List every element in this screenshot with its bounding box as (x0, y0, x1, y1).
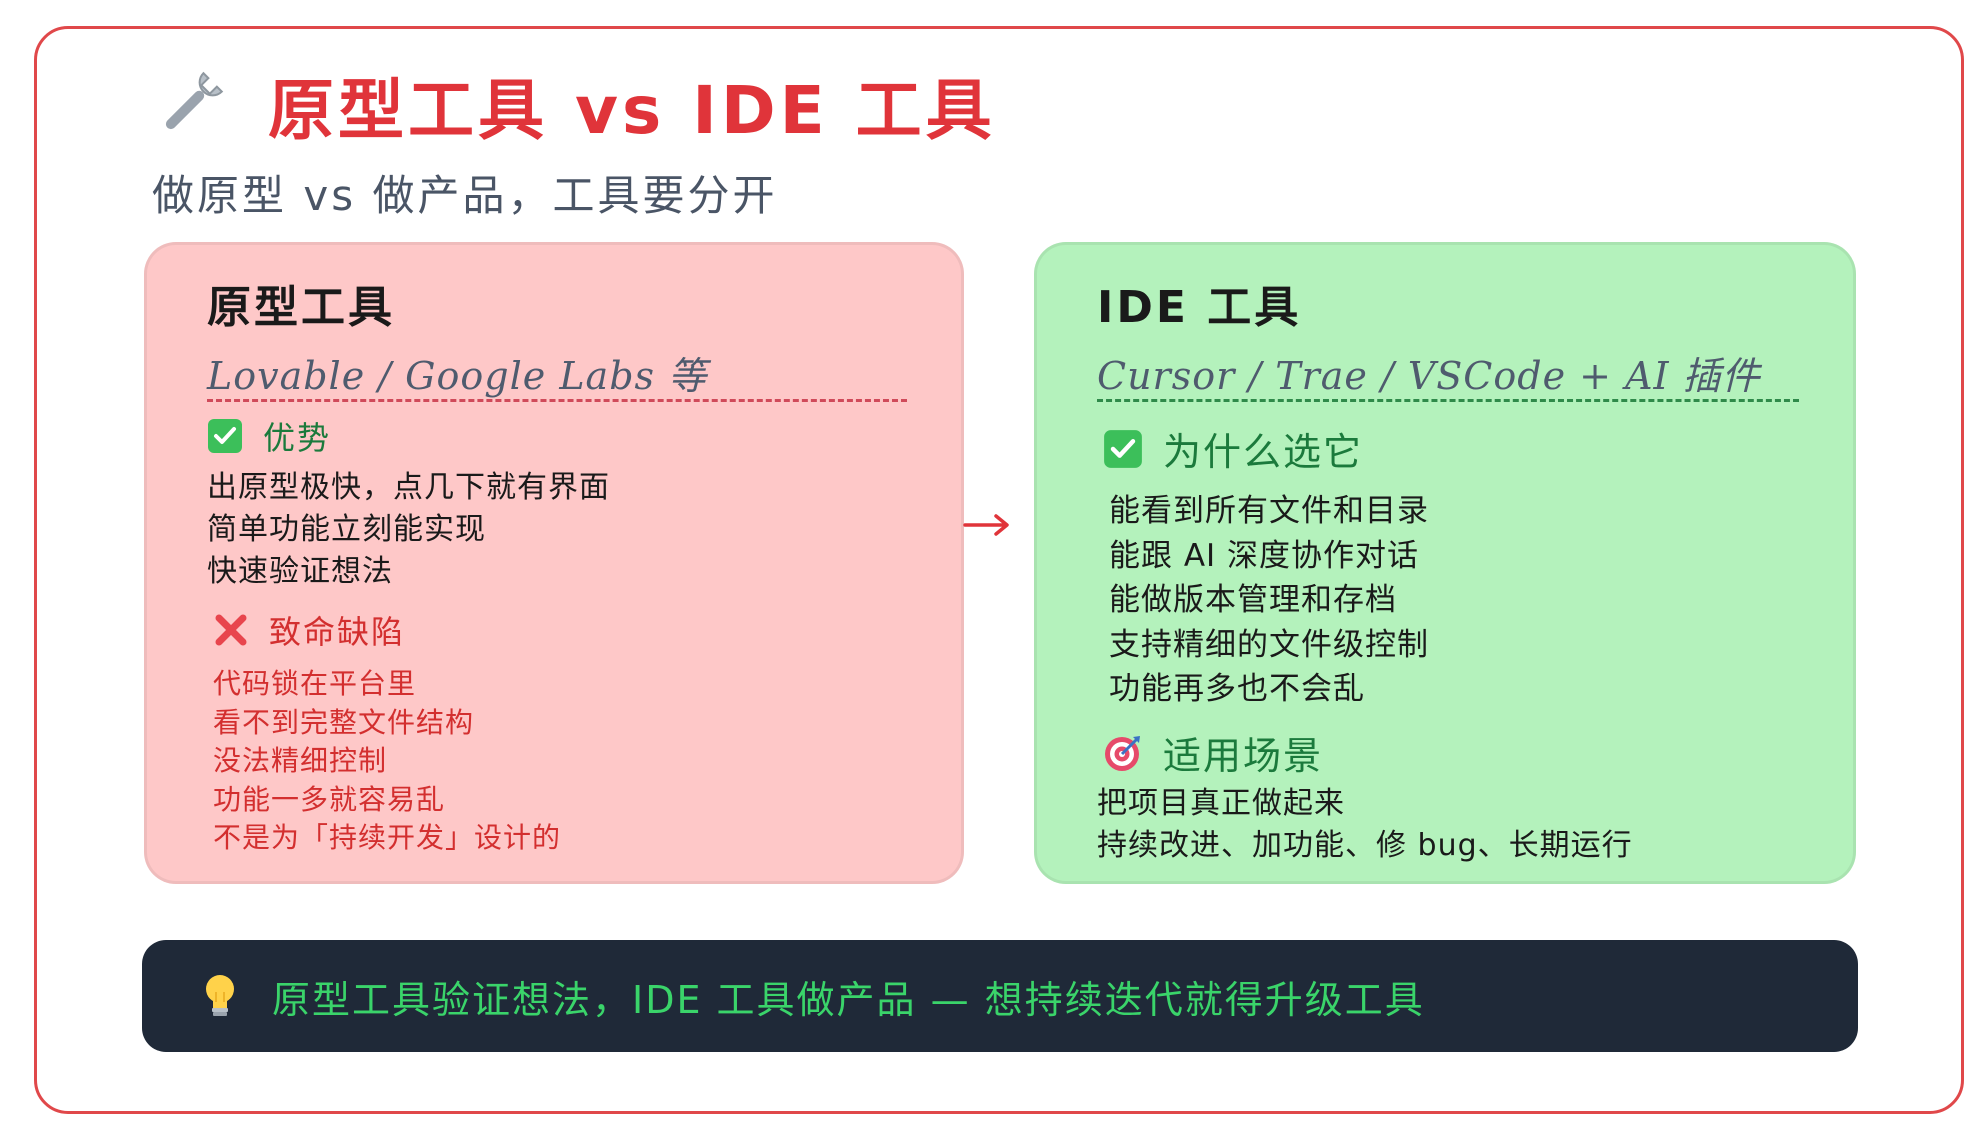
why-heading: 为什么选它 (1103, 421, 1363, 476)
why-heading-label: 为什么选它 (1163, 430, 1364, 474)
ide-tools-card: IDE 工具 Cursor / Trae / VSCode + AI 插件 为什… (1034, 242, 1856, 884)
list-item: 持续改进、加功能、修 bug、长期运行 (1097, 828, 1633, 863)
title-row: 原型工具 vs IDE 工具 (150, 60, 996, 150)
list-item: 出原型极快，点几下就有界面 (207, 470, 610, 505)
summary-banner: 原型工具验证想法，IDE 工具做产品 — 想持续迭代就得升级工具 (142, 940, 1858, 1052)
list-item: 没法精细控制 (213, 744, 388, 777)
list-item: 不是为「持续开发」设计的 (213, 821, 562, 854)
list-item: 能做版本管理和存档 (1109, 582, 1397, 618)
light-bulb-icon (206, 975, 234, 1016)
why-list: 能看到所有文件和目录 能跟 AI 深度协作对话 能做版本管理和存档 支持精细的文… (1109, 489, 1429, 712)
list-item: 代码锁在平台里 (213, 667, 417, 700)
check-box-icon (208, 419, 242, 453)
list-item: 看不到完整文件结构 (213, 705, 475, 739)
list-item: 功能再多也不会乱 (1109, 671, 1365, 707)
prototype-tools-card: 原型工具 Lovable / Google Labs 等 优势 出原型极快，点几… (144, 242, 964, 884)
target-icon (1105, 735, 1140, 771)
list-item: 快速验证想法 (207, 554, 393, 589)
check-box-icon (1104, 429, 1142, 468)
page-title: 原型工具 vs IDE 工具 (268, 72, 996, 149)
summary-text: 原型工具验证想法，IDE 工具做产品 — 想持续迭代就得升级工具 (272, 977, 1425, 1022)
card-subtitle: Cursor / Trae / VSCode + AI 插件 (1097, 354, 1761, 398)
scenarios-heading: 适用场景 (1103, 725, 1323, 780)
card-title: IDE 工具 (1097, 282, 1302, 333)
cons-list: 代码锁在平台里 看不到完整文件结构 没法精细控制 功能一多就容易乱 不是为「持续… (213, 665, 561, 858)
cross-icon (215, 614, 247, 646)
pros-heading: 优势 (207, 413, 331, 459)
list-item: 能跟 AI 深度协作对话 (1109, 537, 1420, 574)
scenarios-list: 把项目真正做起来 持续改进、加功能、修 bug、长期运行 (1097, 783, 1633, 867)
list-item: 功能一多就容易乱 (213, 782, 446, 816)
card-title: 原型工具 (207, 282, 395, 333)
list-item: 能看到所有文件和目录 (1109, 493, 1429, 529)
cons-heading: 致命缺陷 (213, 607, 405, 653)
scenarios-heading-label: 适用场景 (1163, 734, 1324, 778)
list-item: 简单功能立刻能实现 (207, 512, 486, 547)
pros-list: 出原型极快，点几下就有界面 简单功能立刻能实现 快速验证想法 (207, 467, 610, 593)
list-item: 支持精细的文件级控制 (1109, 626, 1429, 663)
list-item: 把项目真正做起来 (1097, 786, 1345, 821)
card-subtitle: Lovable / Google Labs 等 (207, 354, 708, 398)
divider (207, 399, 907, 402)
arrow-right-icon (963, 514, 1009, 536)
cons-heading-label: 致命缺陷 (269, 613, 406, 651)
page-subtitle: 做原型 vs 做产品，工具要分开 (152, 171, 778, 220)
wrench-icon (165, 71, 224, 130)
pros-heading-label: 优势 (263, 419, 332, 457)
divider (1097, 399, 1799, 402)
